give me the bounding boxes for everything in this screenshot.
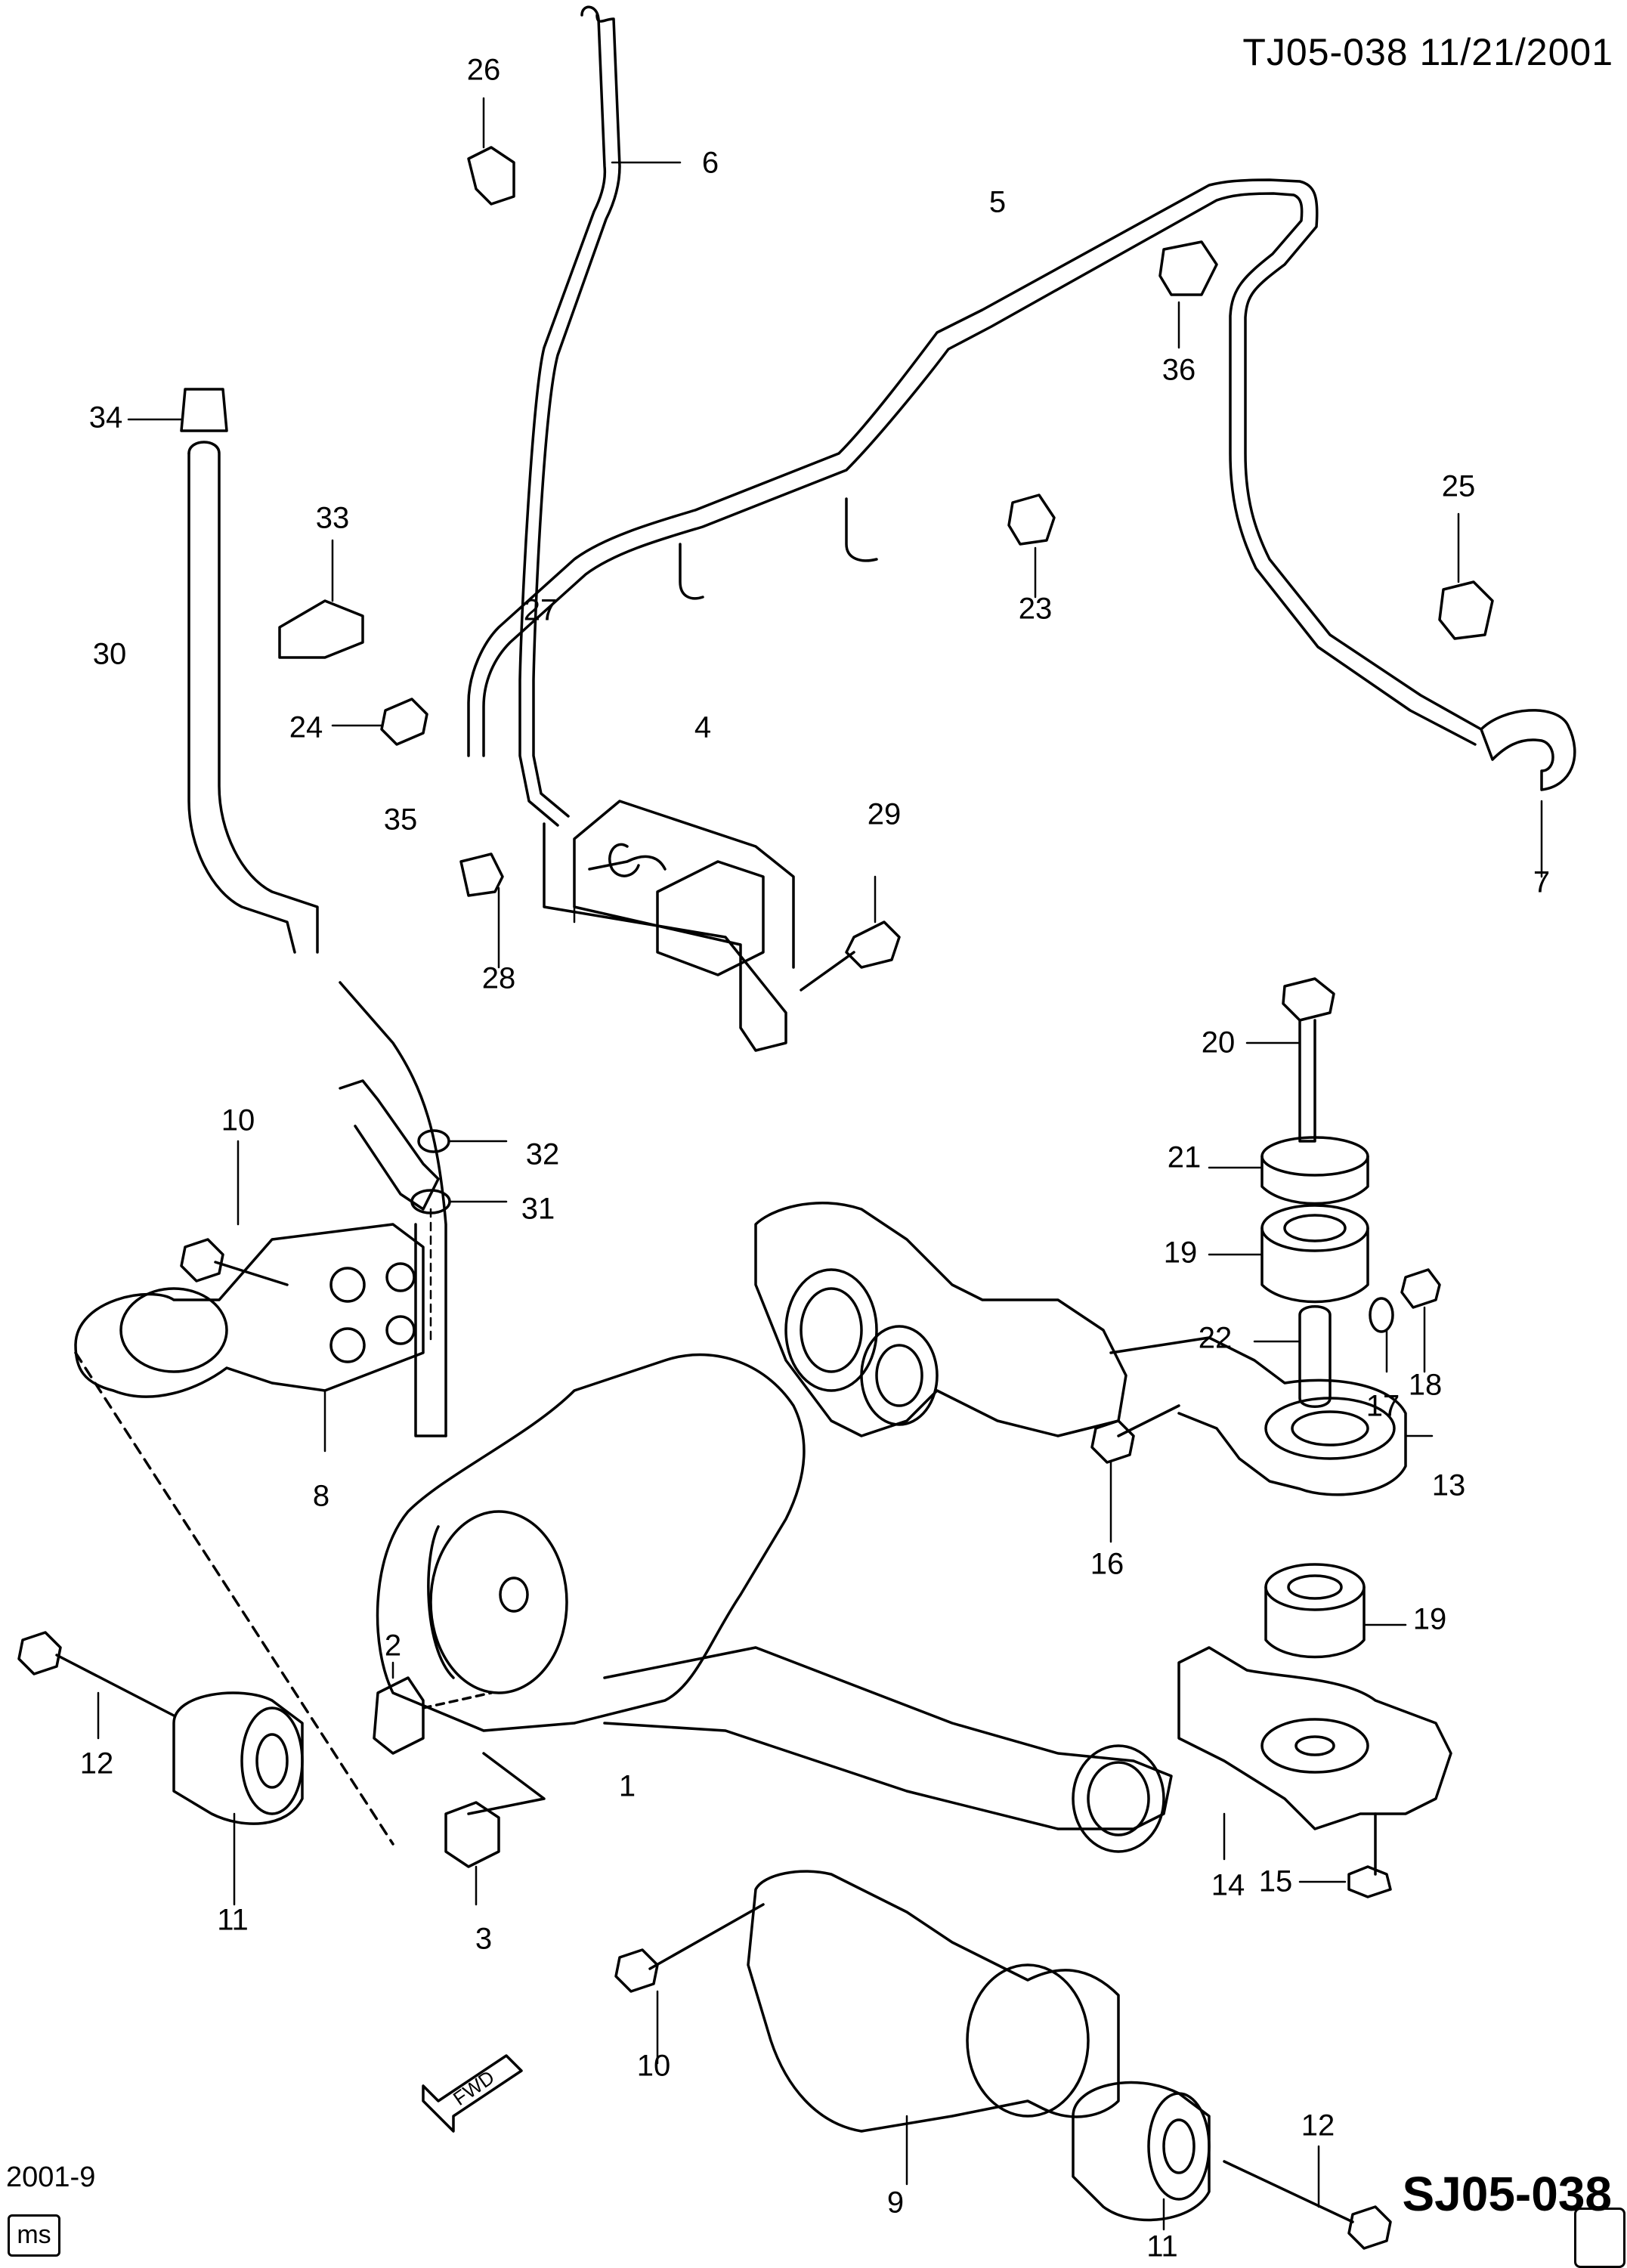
callout-24: 24	[289, 711, 323, 744]
clip-23	[1007, 494, 1056, 599]
bush-11-right	[1072, 2081, 1211, 2231]
vent-pipe-5	[467, 178, 1483, 757]
forward-arrow-icon	[422, 2054, 523, 2133]
callout-11-right: 11	[1146, 2230, 1178, 2263]
callout-15: 15	[1259, 1865, 1293, 1898]
callout-14: 14	[1211, 1869, 1245, 1902]
clip-33	[278, 539, 364, 659]
callout-29: 29	[868, 798, 902, 831]
callout-5: 5	[989, 186, 1006, 219]
gm-spo-logo	[1574, 2208, 1625, 2268]
callout-23: 23	[1019, 593, 1053, 626]
callout-25: 25	[1442, 470, 1476, 503]
callout-6: 6	[702, 147, 719, 180]
callout-19-upper: 19	[1164, 1236, 1198, 1270]
bush-11-left	[74, 1351, 394, 1906]
callout-8: 8	[313, 1480, 329, 1513]
callout-20: 20	[1202, 1026, 1236, 1060]
clip-26	[467, 97, 515, 206]
washer-17	[1369, 1297, 1394, 1373]
callout-34: 34	[89, 401, 123, 435]
callout-36: 36	[1162, 354, 1196, 387]
breather-hose-30	[187, 441, 447, 1437]
callout-4: 4	[694, 711, 711, 744]
boot-25	[1438, 512, 1494, 640]
bolt-10-upper	[180, 1140, 289, 1286]
cushion-21	[1208, 1136, 1369, 1205]
seat-plate-14	[1177, 1646, 1452, 1861]
callout-12-right: 12	[1301, 2109, 1335, 2143]
callout-22: 22	[1199, 1322, 1233, 1355]
callout-26: 26	[467, 54, 501, 87]
vsv-valve-assembly-4	[543, 800, 795, 1052]
callout-12-left: 12	[80, 1747, 114, 1781]
boot-36	[1158, 240, 1218, 349]
bush-19-upper	[1208, 1204, 1369, 1304]
lower-arm-9	[747, 1870, 1120, 2186]
callout-16: 16	[1090, 1548, 1124, 1581]
callout-13: 13	[1432, 1469, 1466, 1502]
bolt-20	[1245, 977, 1335, 1143]
callout-35: 35	[384, 803, 418, 837]
callout-27: 27	[524, 594, 558, 627]
clip-24	[331, 698, 428, 746]
breather-cap-34	[127, 388, 228, 432]
clip-28	[459, 852, 504, 969]
callout-28: 28	[482, 962, 516, 995]
revision-label: 2001-9	[6, 2161, 96, 2193]
bolt-12-right	[1223, 2145, 1392, 2250]
callout-17: 17	[1366, 1390, 1400, 1423]
drawing-id-header: TJ05-038 11/21/2001	[1242, 31, 1613, 73]
bolt-10-lower	[614, 1903, 765, 2065]
bush-19-lower	[1264, 1563, 1407, 1659]
callout-7: 7	[1533, 866, 1550, 899]
callout-33: 33	[316, 502, 350, 535]
callout-31: 31	[521, 1193, 555, 1226]
callout-9: 9	[887, 2186, 904, 2220]
bush-2	[373, 1661, 493, 1755]
hose-clamp-32	[417, 1129, 508, 1153]
callout-10-upper: 10	[221, 1104, 255, 1137]
callout-1: 1	[619, 1770, 636, 1803]
callout-19-lower: 19	[1413, 1603, 1447, 1636]
rear-axle-housing-1	[376, 1201, 1173, 1853]
callout-2: 2	[385, 1629, 401, 1663]
callout-18: 18	[1409, 1369, 1443, 1402]
callout-3: 3	[475, 1923, 492, 1956]
mounting-bracket-13	[1109, 1336, 1434, 1496]
bolt-12-left	[17, 1631, 175, 1740]
bolt-15	[1298, 1812, 1392, 1898]
bolt-29	[800, 875, 901, 992]
callout-30: 30	[93, 638, 127, 671]
hose-7	[1480, 709, 1576, 878]
callout-21: 21	[1168, 1141, 1202, 1174]
nut-18	[1400, 1268, 1441, 1373]
callout-10-lower: 10	[637, 2050, 671, 2083]
callout-32: 32	[526, 1138, 560, 1171]
breather-pipe-6	[518, 5, 682, 827]
bush-3	[444, 1752, 546, 1906]
author-tag: ms	[8, 2214, 60, 2257]
union-bolt-31	[339, 1079, 508, 1347]
spacer-22	[1253, 1305, 1332, 1408]
callout-11-left: 11	[217, 1904, 249, 1937]
bolt-16	[1090, 1404, 1180, 1543]
arm-bracket-8	[74, 1223, 425, 1453]
